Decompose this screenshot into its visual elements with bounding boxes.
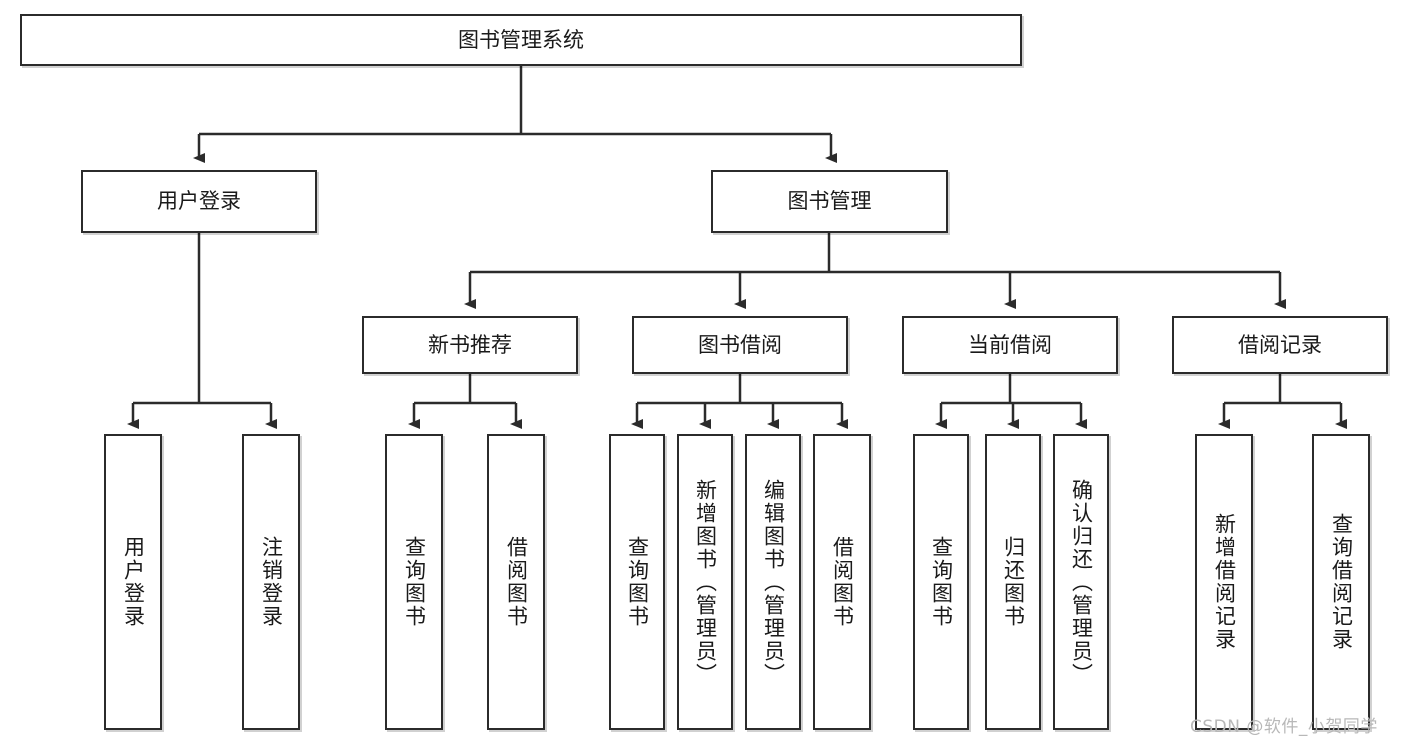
node-leaf-query-record[interactable]: 查询借阅记录 [1312,434,1370,730]
node-leaf-query-book-3[interactable]: 查询图书 [913,434,969,730]
node-book-management[interactable]: 图书管理 [711,170,948,233]
watermark: CSDN @软件_小贺同学 [1190,717,1378,737]
node-borrow-record-label: 借阅记录 [1238,332,1322,357]
node-leaf-edit-book-label: 编辑图书（管理员） [761,478,786,686]
node-leaf-logout[interactable]: 注销登录 [242,434,300,730]
node-leaf-return-book[interactable]: 归还图书 [985,434,1041,730]
node-leaf-query-book-1[interactable]: 查询图书 [385,434,443,730]
node-root[interactable]: 图书管理系统 [20,14,1022,66]
node-book-borrow-label: 图书借阅 [698,332,782,357]
edge-bookborrow-to-leaves [631,374,848,429]
edge-bookmgmt-to-level3 [464,233,1286,309]
node-current-borrow-label: 当前借阅 [968,332,1052,357]
node-user-login-label: 用户登录 [157,189,241,214]
node-user-login[interactable]: 用户登录 [81,170,317,233]
node-leaf-return-book-label: 归还图书 [1001,536,1026,628]
node-leaf-borrow-book-1[interactable]: 借阅图书 [487,434,545,730]
node-leaf-add-book[interactable]: 新增图书（管理员） [677,434,733,730]
node-current-borrow[interactable]: 当前借阅 [902,316,1118,374]
node-leaf-query-book-2[interactable]: 查询图书 [609,434,665,730]
node-leaf-borrow-book-1-label: 借阅图书 [504,536,529,628]
node-leaf-add-record-label: 新增借阅记录 [1212,513,1237,651]
node-book-borrow[interactable]: 图书借阅 [632,316,848,374]
edge-borrowrecord-to-leaves [1218,374,1347,429]
node-leaf-query-book-1-label: 查询图书 [402,536,427,628]
node-leaf-add-record[interactable]: 新增借阅记录 [1195,434,1253,730]
edge-userlogin-to-leaves [127,233,277,429]
node-book-management-label: 图书管理 [787,189,872,214]
node-leaf-query-book-2-label: 查询图书 [625,536,650,628]
node-leaf-user-login-label: 用户登录 [121,536,146,628]
node-leaf-add-book-label: 新增图书（管理员） [693,478,718,686]
node-new-book-recommend-label: 新书推荐 [428,332,512,357]
node-root-label: 图书管理系统 [458,27,584,52]
node-leaf-confirm-return[interactable]: 确认归还（管理员） [1053,434,1109,730]
node-leaf-query-book-3-label: 查询图书 [929,536,954,628]
node-leaf-edit-book[interactable]: 编辑图书（管理员） [745,434,801,730]
edge-currentborrow-to-leaves [935,374,1087,429]
node-leaf-logout-label: 注销登录 [259,536,284,628]
node-leaf-borrow-book-2-label: 借阅图书 [830,536,855,628]
node-leaf-borrow-book-2[interactable]: 借阅图书 [813,434,871,730]
node-new-book-recommend[interactable]: 新书推荐 [362,316,578,374]
edge-root-to-level2 [193,66,837,163]
node-leaf-query-record-label: 查询借阅记录 [1329,513,1354,651]
edge-newbook-to-leaves [408,374,522,429]
node-borrow-record[interactable]: 借阅记录 [1172,316,1388,374]
node-leaf-user-login[interactable]: 用户登录 [104,434,162,730]
node-leaf-confirm-return-label: 确认归还（管理员） [1069,478,1094,686]
